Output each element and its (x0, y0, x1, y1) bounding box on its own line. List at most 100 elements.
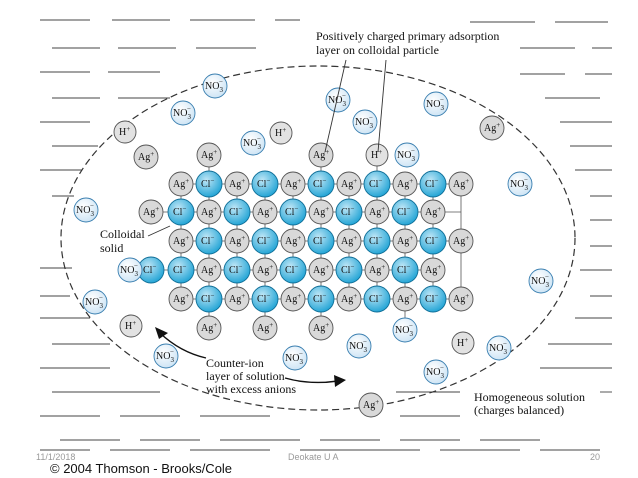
slide-footer: 11/1/2018 Deokate U A 20 © 2004 Thomson … (36, 452, 600, 476)
svg-text:Ag+: Ag+ (138, 150, 154, 163)
svg-text:NO3−: NO3− (426, 96, 444, 112)
svg-text:Ag+: Ag+ (453, 177, 469, 190)
silver-ion-icon: Ag+ (224, 286, 250, 312)
svg-text:Ag+: Ag+ (425, 263, 441, 276)
counter-ion-label: Counter-ion layer of solution with exces… (155, 327, 346, 396)
chloride-ion-icon: Cl− (419, 170, 447, 198)
silver-ion-icon: Ag+ (420, 199, 446, 225)
silver-ion-icon: Ag+ (196, 315, 222, 341)
counter-ion-label-line1: Counter-ion (206, 356, 264, 370)
svg-text:Ag+: Ag+ (229, 234, 245, 247)
silver-ion-icon: Ag+ (280, 171, 306, 197)
silver-ion-icon: Ag+ (168, 171, 194, 197)
silver-ion-icon: Ag+ (448, 171, 474, 197)
nitrate-ion-icon: NO3− (423, 91, 449, 117)
silver-ion-icon: Ag+ (308, 257, 334, 283)
chloride-ion-icon: Cl− (307, 170, 335, 198)
nitrate-ion-icon: NO3− (352, 109, 378, 135)
nitrate-ion-icon: NO3− (82, 289, 108, 315)
solution-dash-lines (40, 19, 612, 451)
counter-ion-arrowhead-left (155, 327, 168, 339)
svg-text:Ag+: Ag+ (173, 177, 189, 190)
nitrate-ion-icon: NO3− (240, 130, 266, 156)
silver-ion-icon: Ag+ (308, 142, 334, 168)
svg-text:Ag+: Ag+ (229, 177, 245, 190)
chloride-ion-icon: Cl− (335, 198, 363, 226)
homogeneous-label-line2: (charges balanced) (474, 403, 564, 417)
svg-text:NO3−: NO3− (243, 135, 261, 151)
svg-text:Ag+: Ag+ (173, 292, 189, 305)
chloride-ion-icon: Cl− (419, 227, 447, 255)
svg-text:Ag+: Ag+ (397, 177, 413, 190)
colloid-boundary-ellipse (60, 65, 576, 411)
nitrate-ion-icon: NO3− (423, 359, 449, 385)
nitrate-ion-icon: NO3− (282, 345, 308, 371)
colloidal-solid-label-line2: solid (100, 241, 123, 255)
nitrate-ion-icon: NO3− (73, 197, 99, 223)
hydrogen-ion-icon: H+ (365, 143, 389, 167)
silver-ion-icon: Ag+ (364, 199, 390, 225)
nitrate-ion-icon: NO3− (153, 343, 179, 369)
silver-ion-icon: Ag+ (364, 257, 390, 283)
svg-text:Ag+: Ag+ (257, 263, 273, 276)
svg-text:Ag+: Ag+ (341, 292, 357, 305)
chloride-ion-icon: Cl− (195, 285, 223, 313)
svg-text:Ag+: Ag+ (341, 234, 357, 247)
chloride-ion-icon: Cl− (307, 285, 335, 313)
silver-ion-icon: Ag+ (448, 286, 474, 312)
svg-text:Ag+: Ag+ (341, 177, 357, 190)
chloride-ion-icon: Cl− (223, 198, 251, 226)
ion-layer: Ag+Cl−Ag+Cl−Ag+Cl−Ag+Cl−Ag+Cl−Ag+Cl−Ag+C… (73, 73, 554, 418)
silver-ion-icon: Ag+ (196, 142, 222, 168)
svg-text:Ag+: Ag+ (313, 263, 329, 276)
svg-text:NO3−: NO3− (120, 262, 138, 278)
chloride-ion-icon: Cl− (419, 285, 447, 313)
svg-text:Ag+: Ag+ (143, 205, 159, 218)
chloride-ion-icon: Cl− (195, 227, 223, 255)
silver-ion-icon: Ag+ (392, 171, 418, 197)
chloride-ion-icon: Cl− (137, 256, 165, 284)
svg-text:NO3−: NO3− (489, 340, 507, 356)
nitrate-ion-icon: NO3− (170, 100, 196, 126)
chloride-ion-icon: Cl− (391, 198, 419, 226)
chloride-ion-icon: Cl− (363, 170, 391, 198)
svg-text:NO3−: NO3− (349, 338, 367, 354)
copyright-notice: © 2004 Thomson - Brooks/Cole (50, 461, 232, 476)
silver-ion-icon: Ag+ (280, 228, 306, 254)
silver-ion-icon: Ag+ (196, 199, 222, 225)
silver-ion-icon: Ag+ (133, 144, 159, 170)
nitrate-ion-icon: NO3− (528, 268, 554, 294)
chloride-ion-icon: Cl− (363, 227, 391, 255)
footer-author: Deokate U A (288, 452, 339, 462)
svg-text:Ag+: Ag+ (257, 321, 273, 334)
chloride-ion-icon: Cl− (251, 285, 279, 313)
chloride-ion-icon: Cl− (167, 198, 195, 226)
svg-text:Ag+: Ag+ (285, 292, 301, 305)
silver-ion-icon: Ag+ (308, 315, 334, 341)
chloride-ion-icon: Cl− (363, 285, 391, 313)
silver-ion-icon: Ag+ (308, 199, 334, 225)
silver-ion-icon: Ag+ (224, 171, 250, 197)
silver-ion-icon: Ag+ (448, 228, 474, 254)
silver-ion-icon: Ag+ (280, 286, 306, 312)
svg-text:NO3−: NO3− (395, 322, 413, 338)
svg-text:Ag+: Ag+ (285, 234, 301, 247)
nitrate-ion-icon: NO3− (507, 171, 533, 197)
svg-text:Ag+: Ag+ (484, 121, 500, 134)
svg-text:NO3−: NO3− (355, 114, 373, 130)
hydrogen-ion-icon: H+ (269, 121, 293, 145)
counter-ion-arrow-right (284, 377, 339, 384)
svg-text:Ag+: Ag+ (369, 205, 385, 218)
counter-ion-arrowhead-right (334, 375, 346, 387)
svg-text:Ag+: Ag+ (397, 234, 413, 247)
svg-text:NO3−: NO3− (85, 294, 103, 310)
silver-ion-icon: Ag+ (252, 199, 278, 225)
svg-text:H+: H+ (371, 148, 382, 161)
silver-ion-icon: Ag+ (168, 286, 194, 312)
svg-text:Ag+: Ag+ (285, 177, 301, 190)
svg-text:Ag+: Ag+ (201, 148, 217, 161)
nitrate-ion-icon: NO3− (117, 257, 143, 283)
svg-text:Ag+: Ag+ (453, 234, 469, 247)
counter-ion-label-line3: with excess anions (206, 382, 296, 396)
